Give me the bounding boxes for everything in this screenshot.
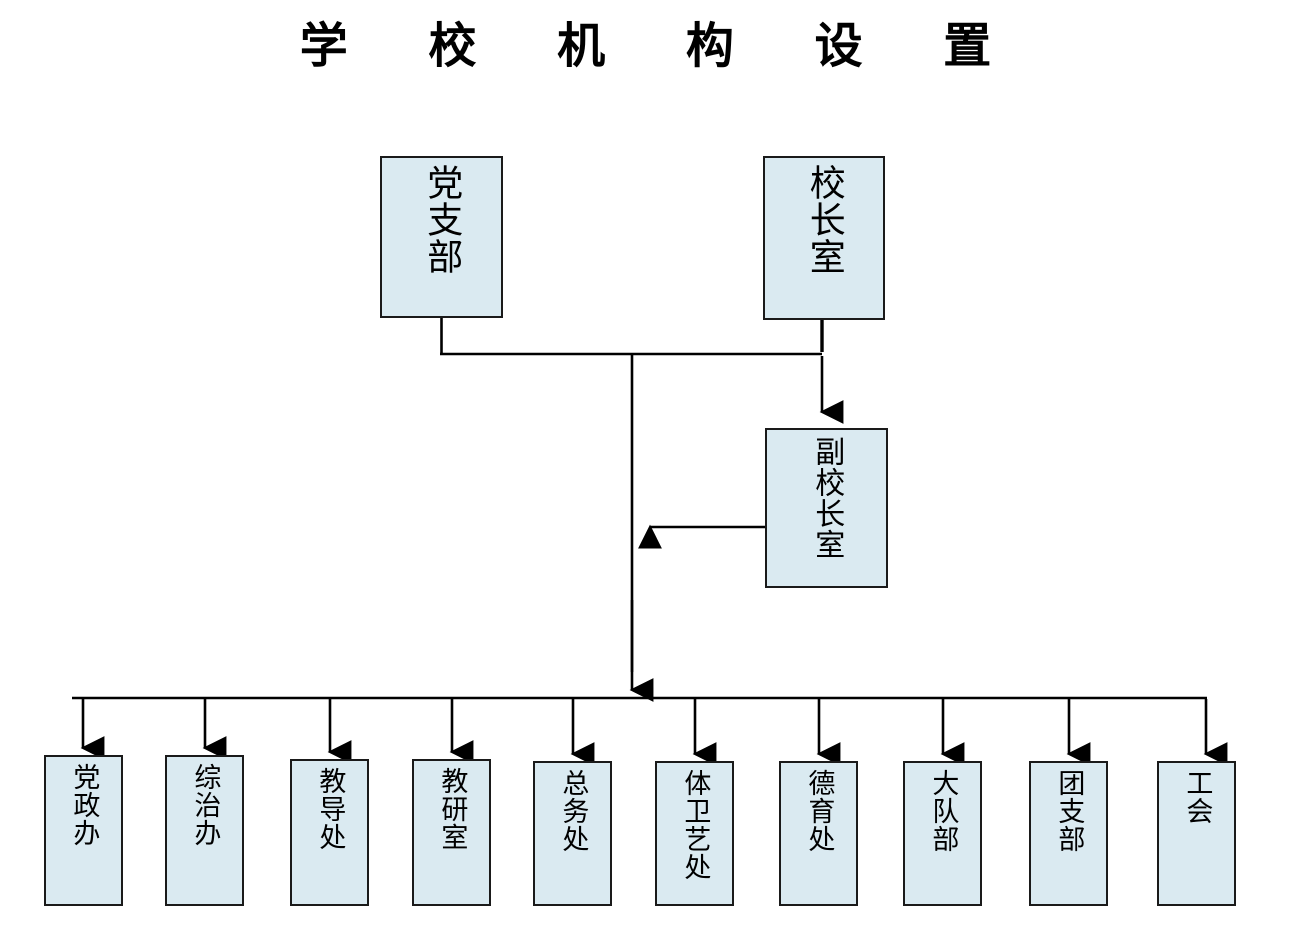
node-principal-office[interactable]: 校长室: [763, 156, 885, 320]
node-label: 党政办: [68, 763, 100, 847]
node-comprehensive-governance-office[interactable]: 综治办: [165, 755, 244, 906]
node-label: 党支部: [421, 164, 463, 275]
node-general-affairs-office[interactable]: 总务处: [533, 761, 612, 906]
node-youth-league-branch[interactable]: 团支部: [1029, 761, 1108, 906]
node-label: 体卫艺处: [679, 769, 711, 881]
node-moral-education-office[interactable]: 德育处: [779, 761, 858, 906]
node-label: 教导处: [314, 767, 346, 851]
node-party-branch[interactable]: 党支部: [380, 156, 503, 318]
node-young-pioneers-brigade[interactable]: 大队部: [903, 761, 982, 906]
node-label: 副校长室: [809, 436, 845, 560]
node-label: 综治办: [189, 763, 221, 847]
node-vice-principal-office[interactable]: 副校长室: [765, 428, 888, 588]
node-label: 大队部: [927, 769, 959, 853]
node-label: 团支部: [1053, 769, 1085, 853]
node-party-gov-office[interactable]: 党政办: [44, 755, 123, 906]
node-label: 教研室: [436, 767, 468, 851]
page-title: 学 校 机 构 设 置: [299, 18, 1024, 74]
node-teaching-office[interactable]: 教导处: [290, 759, 369, 906]
node-teaching-research-office[interactable]: 教研室: [412, 759, 491, 906]
node-label: 总务处: [557, 769, 589, 853]
node-pe-health-arts-office[interactable]: 体卫艺处: [655, 761, 734, 906]
node-label: 校长室: [803, 164, 845, 275]
node-label: 工会: [1181, 769, 1213, 825]
node-label: 德育处: [803, 769, 835, 853]
node-labor-union[interactable]: 工会: [1157, 761, 1236, 906]
